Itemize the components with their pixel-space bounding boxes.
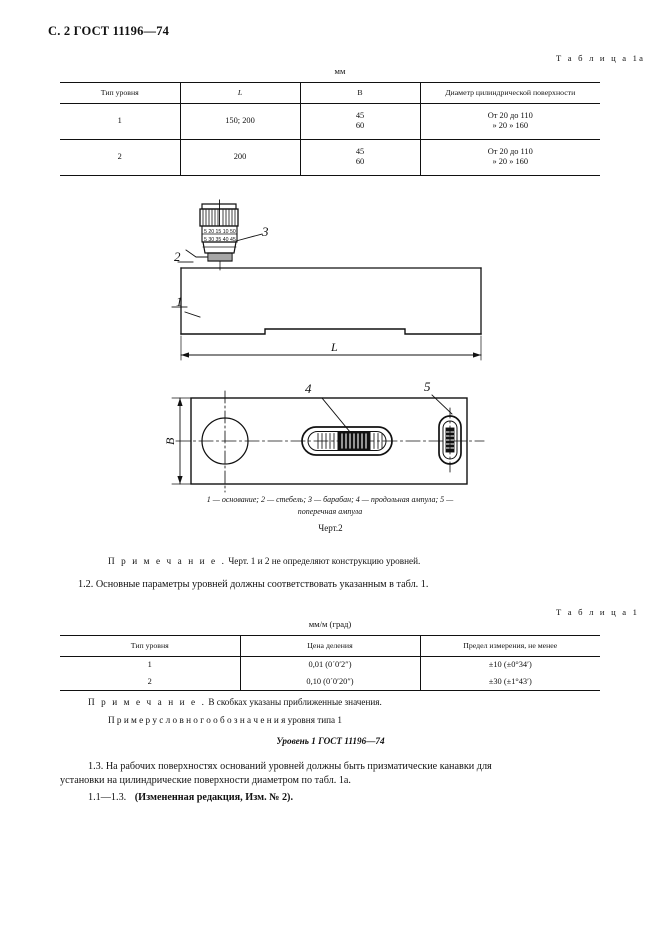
figure-legend-line-2: поперечная ампула [297, 506, 363, 516]
value-line: » 20 » 160 [492, 121, 529, 131]
figure-legend: 1 — основание; 2 — стебель; 3 — барабан;… [110, 494, 550, 517]
table-1-cell-limit: ±10 (±0°34′) [419, 656, 600, 674]
table-1a-header-cell: B [299, 82, 420, 104]
page-header: С. 2 ГОСТ 11196—74 [48, 24, 170, 38]
callout-5: 5 [424, 379, 431, 394]
figure-caption: Черт.2 [318, 523, 343, 533]
table-1a-cell-width: 45 60 [299, 139, 420, 176]
table-row: 1 0,01 (0´0′2″) ±10 (±0°34′) [60, 656, 600, 674]
table-1-cell-limit: ±30 (±1°43′) [419, 673, 600, 691]
note-text: Черт. 1 и 2 не определяют конструкцию ур… [226, 556, 421, 566]
table-1a-cell-width: 45 60 [299, 103, 420, 140]
table-1-header-cell: Тип уровня [130, 641, 169, 650]
value-line: 45 [355, 146, 365, 156]
note-text: В скобках указаны приближенные значения. [206, 697, 382, 707]
note-label: П р и м е ч а н и е . [88, 697, 207, 707]
drum-scale-bottom-label: 5 30 35 40 45 [204, 237, 236, 243]
note-label: П р и м е ч а н и е . [108, 556, 227, 566]
table-1a-units: мм [334, 66, 346, 76]
table-row: 1 150; 200 45 60 От 20 до 110 » 20 » 160 [60, 103, 600, 140]
dimension-label-width: B [163, 437, 177, 445]
clause-revision-text: (Измененная редакция, Изм. № 2). [134, 792, 293, 803]
clause-1-3: 1.3. На рабочих поверхностях оснований у… [60, 760, 600, 789]
table-1a-cell-type: 2 [117, 152, 122, 162]
table-1a-cell-type: 1 [117, 116, 122, 126]
callout-3: 3 [261, 224, 269, 239]
table-1a-cell-diameter: От 20 до 110 » 20 » 160 [419, 103, 600, 140]
table-1a-header-cell: Тип уровня [100, 88, 139, 97]
clause-revision-number: 1.1—1.3. [88, 792, 127, 803]
table-1a-header-cell: Диаметр цилиндрической поверхности [419, 82, 600, 104]
designation-example: Уровень 1 ГОСТ 11196—74 [276, 736, 385, 746]
table-1-header-cell: Цена деления [239, 635, 420, 657]
value-line: 45 [355, 110, 365, 120]
callout-1: 1 [176, 294, 183, 309]
table-1a-header-cell: L [179, 82, 300, 104]
callout-4: 4 [305, 381, 312, 396]
table-1a-header-row: Тип уровня L B Диаметр цилиндрической по… [60, 82, 600, 104]
table-1-header-row: Тип уровня Цена деления Предел измерения… [60, 635, 600, 657]
table-1-cell-type: 1 [147, 659, 152, 669]
table-1a-cell-length: 200 [179, 139, 300, 176]
clause-1-3-line-1: 1.3. На рабочих поверхностях оснований у… [88, 761, 492, 772]
table-1a-cell-diameter: От 20 до 110 » 20 » 160 [419, 139, 600, 176]
table-1-caption: Т а б л и ц а 1 [556, 607, 640, 617]
note-figure: П р и м е ч а н и е . Черт. 1 и 2 не опр… [108, 556, 420, 566]
table-1-cell-division: 0,01 (0´0′2″) [239, 656, 420, 674]
table-1a-caption: Т а б л и ц а 1а [556, 53, 646, 63]
table-1-cell-type: 2 [147, 676, 152, 686]
figure-legend-line-1: 1 — основание; 2 — стебель; 3 — барабан;… [206, 495, 454, 504]
value-line: » 20 » 160 [492, 157, 529, 167]
value-line: От 20 до 110 [487, 146, 533, 156]
table-1-cell-division: 0,10 (0´0′20″) [239, 673, 420, 691]
table-1: Тип уровня Цена деления Предел измерения… [60, 635, 600, 691]
callout-2: 2 [174, 249, 181, 264]
dimension-label-length: L [330, 340, 338, 354]
drum-scale-top-label: 5 20 15 10 50 [204, 229, 236, 235]
clause-1-3-line-2: установки на цилиндрические поверхности … [60, 775, 351, 787]
clause-revision: 1.1—1.3. (Измененная редакция, Изм. № 2)… [88, 791, 608, 805]
designation-intro: П р и м е р у с л о в н о г о о б о з н … [108, 715, 343, 725]
table-row: 2 200 45 60 От 20 до 110 » 20 » 160 [60, 139, 600, 176]
table-1a-cell-length: 150; 200 [179, 103, 300, 140]
value-line: От 20 до 110 [487, 110, 533, 120]
table-1-header-cell: Предел измерения, не менее [419, 635, 600, 657]
value-line: 60 [355, 121, 365, 131]
value-line: 60 [355, 157, 365, 167]
note-table-1: П р и м е ч а н и е . В скобках указаны … [88, 697, 382, 707]
table-1a: Тип уровня L B Диаметр цилиндрической по… [60, 82, 600, 176]
table-row: 2 0,10 (0´0′20″) ±30 (±1°43′) [60, 673, 600, 691]
clause-1-2: 1.2. Основные параметры уровней должны с… [78, 579, 429, 590]
table-1-units: мм/м (град) [308, 619, 352, 629]
